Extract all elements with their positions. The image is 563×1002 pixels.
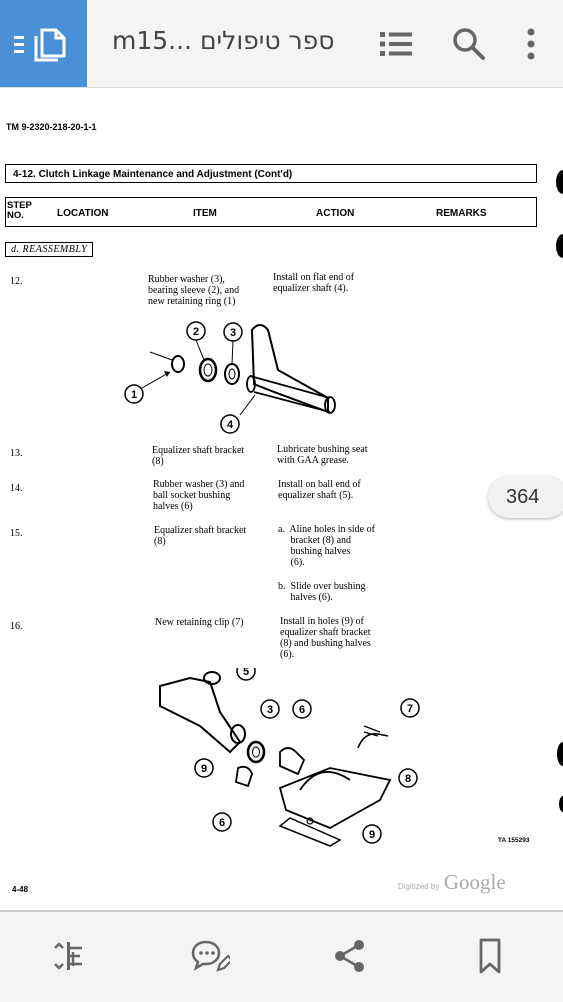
svg-text:1: 1 xyxy=(131,389,137,401)
ta-number: TA 155293 xyxy=(498,837,530,844)
callout: 6 xyxy=(212,812,232,832)
list-icon xyxy=(380,32,412,56)
svg-text:2: 2 xyxy=(193,326,199,338)
tm-number: TM 9-2320-218-20-1-1 xyxy=(6,122,97,132)
step-action: Lubricate bushing seat with GAA grease. xyxy=(277,444,368,466)
comment-icon xyxy=(191,940,230,972)
callout: 8 xyxy=(398,768,418,788)
figure-equalizer-shaft-flat-end: 1 2 3 4 xyxy=(124,321,336,434)
document-title[interactable]: m15... ספר טיפולים xyxy=(112,26,335,55)
binder-holes xyxy=(556,170,563,258)
comment-button[interactable] xyxy=(190,936,230,976)
callout: 9 xyxy=(194,758,214,778)
documents-button[interactable] xyxy=(0,0,87,87)
search-icon xyxy=(453,28,485,60)
step-number: 16. xyxy=(10,621,23,632)
callout: 1 xyxy=(124,384,144,404)
header-step: STEP NO. xyxy=(7,200,32,221)
fit-page-button[interactable] xyxy=(49,936,89,976)
share-button[interactable] xyxy=(330,936,370,976)
figure-equalizer-shaft-ball-end: 5 3 6 7 9 8 6 9 xyxy=(159,668,420,847)
section-label: d. REASSEMBLY xyxy=(5,242,94,257)
more-vert-icon xyxy=(527,28,535,60)
current-page-number: 364 xyxy=(506,485,540,508)
list-button[interactable] xyxy=(376,24,416,64)
step-number: 15. xyxy=(10,528,23,539)
svg-text:9: 9 xyxy=(201,763,207,775)
more-button[interactable] xyxy=(511,24,551,64)
page-number-print: 4-48 xyxy=(12,885,29,894)
document-page[interactable]: TM 9-2320-218-20-1-1 4-12. Clutch Linkag… xyxy=(0,88,563,910)
step-action-b: b. Slide over bushing halves (6). xyxy=(278,581,366,603)
callout: 7 xyxy=(400,698,420,718)
share-icon xyxy=(335,940,364,972)
callout: 4 xyxy=(220,414,240,434)
google-watermark: Digitized by Google xyxy=(398,870,506,895)
bookmark-icon xyxy=(479,938,501,974)
current-page-indicator[interactable]: 364 xyxy=(488,476,563,518)
fit-page-icon xyxy=(54,942,82,970)
header-location: LOCATION xyxy=(57,208,109,219)
step-item: New retaining clip (7) xyxy=(155,617,244,628)
svg-text:6: 6 xyxy=(299,704,305,716)
digitized-label: Digitized by xyxy=(398,882,440,891)
step-action: Install on flat end of equalizer shaft (… xyxy=(273,272,355,294)
step-item: Equalizer shaft bracket (8) xyxy=(152,445,245,467)
table-header: STEP NO. LOCATION ITEM ACTION REMARKS xyxy=(5,197,537,227)
google-logo: Google xyxy=(443,870,506,894)
header-remarks: REMARKS xyxy=(436,208,487,219)
callout: 3 xyxy=(223,322,243,342)
svg-text:9: 9 xyxy=(369,829,375,841)
bottom-toolbar xyxy=(0,910,563,1002)
svg-text:5: 5 xyxy=(243,668,249,678)
callout: 3 xyxy=(260,699,280,719)
step-action: Install on ball end of equalizer shaft (… xyxy=(278,479,361,501)
callout: 6 xyxy=(292,699,312,719)
header-item: ITEM xyxy=(193,208,217,219)
step-action: Install in holes (9) of equalizer shaft … xyxy=(280,616,371,660)
search-button[interactable] xyxy=(449,24,489,64)
step-action-a: a. Aline holes in side of bracket (8) an… xyxy=(278,524,375,568)
step-item: Rubber washer (3), bearing sleeve (2), a… xyxy=(148,274,240,307)
callout: 2 xyxy=(186,321,206,341)
step-item: Rubber washer (3) and ball socket bushin… xyxy=(153,479,245,512)
step-number: 12. xyxy=(10,276,23,287)
step-number: 13. xyxy=(10,448,23,459)
svg-text:6: 6 xyxy=(219,817,225,829)
documents-icon xyxy=(13,28,65,61)
callout: 9 xyxy=(362,824,382,844)
section-title: 4-12. Clutch Linkage Maintenance and Adj… xyxy=(5,164,537,183)
binder-holes xyxy=(557,742,563,812)
bookmark-button[interactable] xyxy=(470,936,510,976)
svg-text:7: 7 xyxy=(407,703,413,715)
step-number: 14. xyxy=(10,483,23,494)
callout: 5 xyxy=(236,668,256,681)
svg-text:8: 8 xyxy=(405,773,411,785)
app-bar: m15... ספר טיפולים xyxy=(0,0,563,88)
step-item: Equalizer shaft bracket (8) xyxy=(154,525,247,547)
svg-text:3: 3 xyxy=(267,704,273,716)
svg-text:3: 3 xyxy=(230,327,236,339)
header-action: ACTION xyxy=(316,208,355,219)
svg-text:4: 4 xyxy=(227,419,234,431)
